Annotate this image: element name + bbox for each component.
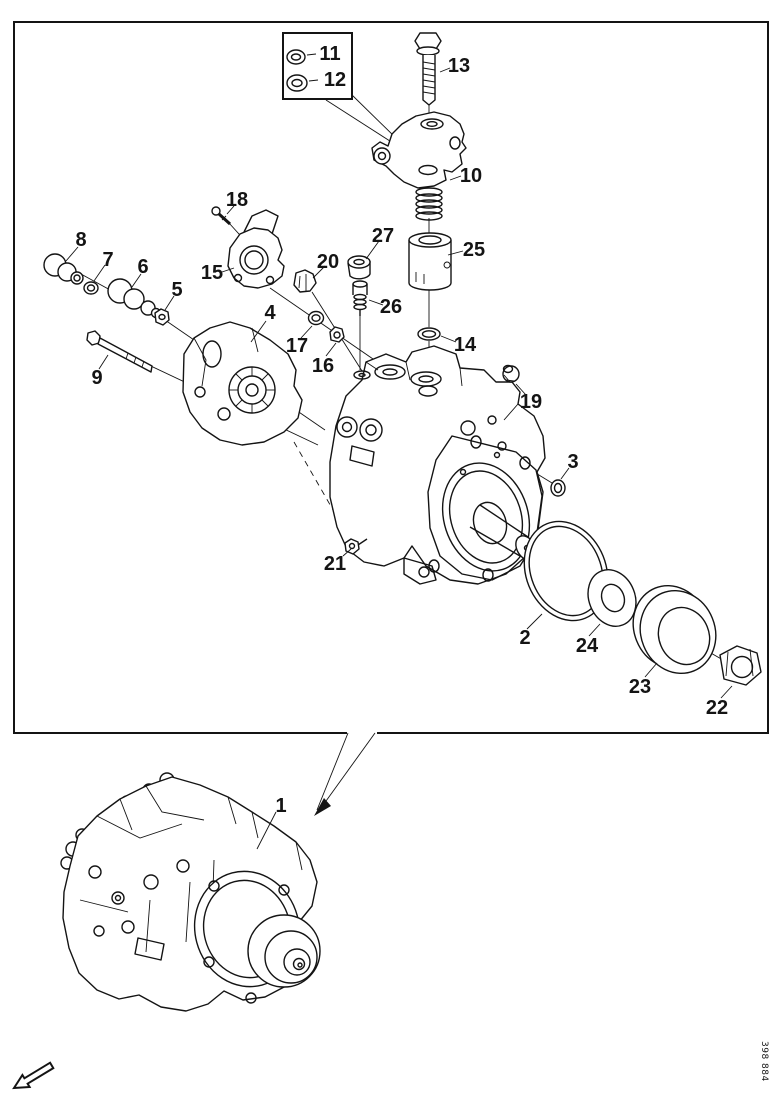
plug-19-drawing: [502, 364, 520, 383]
direction-arrow-icon: [12, 1061, 55, 1090]
part-label-25: 25: [463, 239, 485, 261]
part-label-17: 17: [286, 335, 308, 357]
part-label-14: 14: [454, 334, 477, 356]
cap-27-drawing: [347, 255, 371, 280]
part-label-9: 9: [91, 367, 102, 389]
part-label-6: 6: [137, 256, 148, 278]
o-ring-3-drawing: [550, 479, 566, 497]
stud-18-drawing: [211, 206, 232, 226]
part-label-15: 15: [201, 262, 223, 284]
detail-pointer: [314, 732, 376, 816]
plug-20-drawing: [293, 269, 317, 293]
part-label-16: 16: [312, 355, 334, 377]
part-label-22: 22: [706, 697, 728, 719]
valve-spring: [415, 187, 443, 221]
valve-holder-10-drawing: [371, 111, 467, 221]
assembled-pump-drawing: [60, 772, 321, 1012]
part-label-19: 19: [520, 391, 542, 413]
bolt-9-drawing: [86, 330, 153, 373]
part-label-7: 7: [102, 249, 113, 271]
part-label-2: 2: [519, 627, 530, 649]
label-leader-lines: [65, 67, 733, 699]
part-label-8: 8: [75, 229, 86, 251]
part-label-20: 20: [317, 251, 339, 273]
coupling-6-drawing: [107, 278, 162, 319]
screw-21-drawing: [344, 538, 368, 555]
cylinder-25-drawing: [408, 232, 452, 291]
holder-15-drawing: [227, 209, 285, 289]
part-label-3: 3: [567, 451, 578, 473]
part-label-26: 26: [380, 296, 402, 318]
inset-leader-line: [351, 94, 398, 140]
inset-leader-line: [325, 99, 394, 144]
part-label-5: 5: [171, 279, 182, 301]
governor-4-drawing: [182, 321, 303, 446]
fitting-8-drawing: [43, 253, 84, 285]
part-label-13: 13: [448, 55, 470, 77]
part-label-23: 23: [629, 676, 651, 698]
o-ring-12-drawing: [286, 74, 308, 92]
part-label-12: 12: [324, 69, 346, 91]
detail-inset-box: [282, 32, 398, 144]
valve-26-drawing: [352, 280, 368, 316]
washer-24-drawing: [587, 569, 637, 627]
part-label-4: 4: [264, 302, 276, 324]
part-label-11: 11: [319, 43, 340, 65]
o-ring-17-drawing: [307, 310, 325, 326]
part-label-21: 21: [324, 553, 346, 575]
nut-22-drawing: [719, 645, 762, 686]
o-ring-11-drawing: [286, 49, 306, 65]
washer-7-drawing: [83, 281, 99, 295]
diagram-frame: [13, 21, 769, 734]
nut-16-drawing: [329, 326, 345, 343]
o-ring-14-drawing: [417, 327, 441, 341]
part-label-10: 10: [460, 165, 482, 187]
frame-gap: [347, 729, 377, 737]
drawing-number: 398 884: [759, 1041, 769, 1082]
bolt-13-drawing: [414, 32, 442, 106]
nut-5-drawing: [154, 308, 170, 326]
part-label-27: 27: [372, 225, 394, 247]
collar-23-drawing: [632, 584, 717, 675]
part-label-18: 18: [226, 189, 248, 211]
part-label-1: 1: [275, 795, 286, 817]
part-label-24: 24: [576, 635, 599, 657]
seal-ring-2-drawing: [523, 520, 609, 622]
